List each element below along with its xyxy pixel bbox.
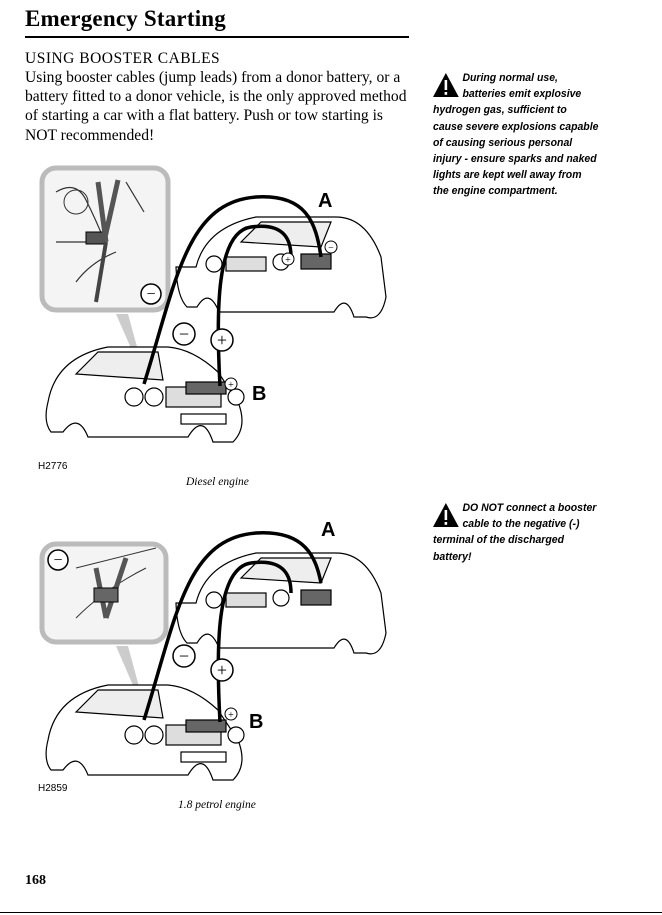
warning-triangle-icon [433, 503, 459, 527]
minus-sign: − [53, 552, 62, 569]
label-b: B [249, 711, 263, 733]
bottom-divider [0, 912, 662, 913]
minus-sign: − [179, 324, 189, 344]
page-title: Emergency Starting [25, 6, 226, 31]
figure-petrol: − − + + A B H2859 1. [36, 508, 406, 828]
title-divider [25, 36, 409, 38]
figure-code: H2859 [38, 783, 68, 794]
negative-cable [142, 195, 323, 385]
warning-triangle-icon [433, 73, 459, 97]
figure-caption: Diesel engine [186, 476, 249, 488]
donor-car [175, 216, 387, 319]
figure-diesel: − − + + + − [36, 162, 406, 488]
plus-sign: + [217, 330, 227, 350]
plus-sign: + [285, 255, 291, 266]
label-a: A [318, 190, 332, 212]
engine-inset: − [39, 541, 169, 645]
plus-sign: + [228, 380, 234, 391]
engine-inset: − [39, 165, 171, 313]
figure-code: H2776 [38, 461, 68, 472]
warning-explosive-gas: During normal use, batteries emit explos… [433, 70, 599, 200]
warning-negative-terminal: DO NOT connect a booster cable to the ne… [433, 500, 599, 565]
label-a: A [321, 519, 335, 541]
discharged-car [45, 684, 245, 781]
section-heading: USING BOOSTER CABLES [25, 50, 221, 67]
page-number: 168 [25, 873, 46, 888]
negative-cable [142, 531, 323, 721]
plus-sign: + [228, 710, 234, 721]
jump-start-diagram: − − + + + − [39, 165, 387, 443]
figure-caption: 1.8 petrol engine [178, 799, 256, 811]
minus-sign: − [146, 286, 155, 303]
minus-sign: − [328, 243, 334, 254]
intro-paragraph: Using booster cables (jump leads) from a… [25, 69, 407, 144]
jump-start-diagram: − − + + A B [39, 519, 387, 781]
warning-text: During normal use, batteries emit explos… [433, 72, 599, 198]
warning-text: DO NOT connect a booster cable to the ne… [433, 502, 597, 563]
plus-sign: + [217, 660, 227, 680]
minus-sign: − [179, 646, 189, 666]
label-b: B [252, 383, 266, 405]
discharged-car [45, 346, 245, 443]
